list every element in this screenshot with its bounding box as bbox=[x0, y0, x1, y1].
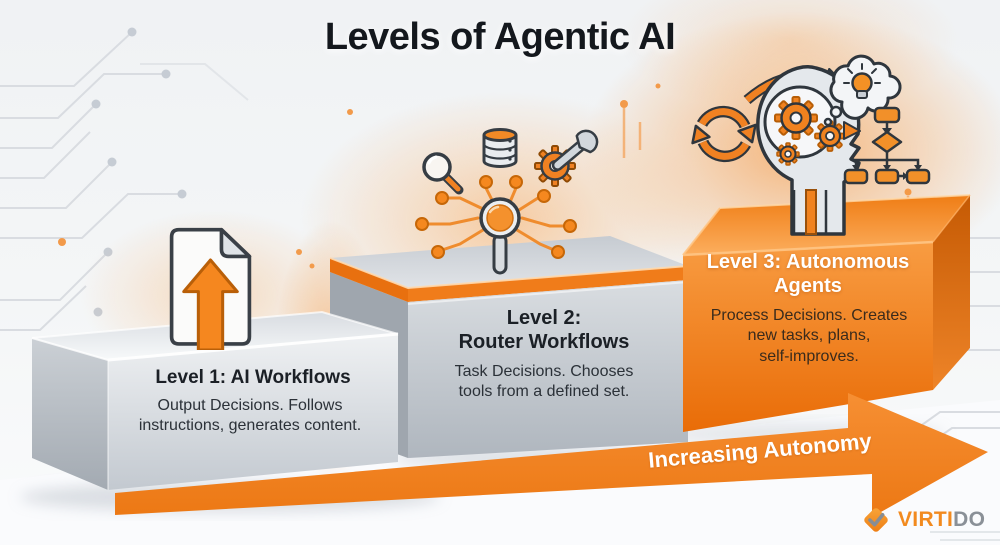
database-icon bbox=[482, 128, 518, 168]
autonomy-arrow bbox=[115, 393, 988, 517]
document-upload-icon bbox=[169, 227, 252, 350]
up-arrow-icon bbox=[182, 258, 239, 350]
level-1-heading: Level 1: AI Workflows bbox=[155, 367, 351, 388]
lightbulb-icon bbox=[843, 63, 881, 99]
level-3-icons bbox=[691, 54, 931, 236]
level-3-description: Process Decisions. Creates new tasks, pl… bbox=[710, 307, 908, 365]
network-nodes bbox=[415, 175, 577, 259]
level-2-icons bbox=[415, 128, 599, 275]
flowchart-icon bbox=[843, 106, 931, 185]
level-3-box bbox=[682, 194, 971, 432]
level-1-description: Output Decisions. Follows instructions, … bbox=[138, 397, 362, 435]
cycle-arrows-icon bbox=[691, 105, 757, 163]
check-diamond-icon bbox=[864, 508, 888, 532]
search-icon bbox=[422, 152, 464, 195]
network-search-icon bbox=[479, 197, 521, 275]
level-2-description: Task Decisions. Chooses tools from a def… bbox=[454, 363, 634, 401]
brand-logo: VIRTIDO bbox=[860, 504, 985, 536]
level-2-heading: Level 2: Router Workflows bbox=[458, 307, 630, 354]
brand-name: VIRTIDO bbox=[898, 508, 985, 532]
eye-icon bbox=[843, 121, 861, 140]
thought-bulb-icon bbox=[823, 54, 902, 127]
page-title: Levels of Agentic AI bbox=[324, 16, 676, 58]
level-3-heading: Level 3: Autonomous Agents bbox=[706, 251, 910, 298]
brand-name-primary: VIRTI bbox=[898, 508, 954, 531]
brand-name-secondary: DO bbox=[953, 508, 986, 531]
gear-wrench-icon bbox=[534, 129, 599, 187]
